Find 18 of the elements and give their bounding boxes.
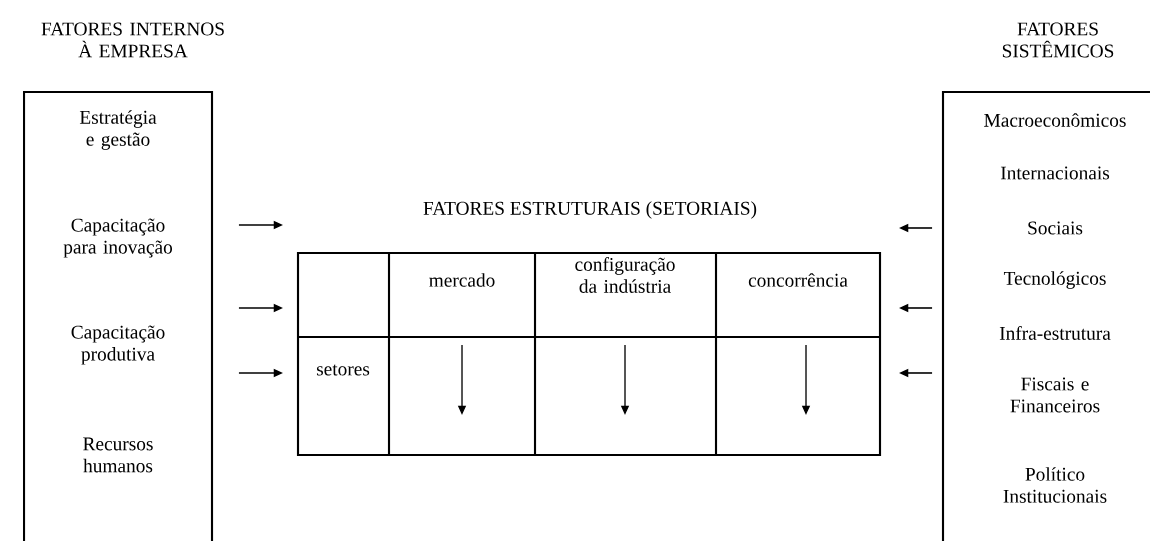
factor-label: Fiscais e Financeiros — [1010, 377, 1100, 413]
factor-label: Capacitação produtiva — [71, 325, 165, 365]
column-heading: FATORES INTERNOS À EMPRESA — [41, 22, 224, 58]
cell-label: concorrência — [748, 273, 848, 287]
cell-label: setores — [316, 364, 370, 376]
factor-label: Sociais — [1028, 221, 1083, 235]
factor-label: Recursos humanos — [83, 437, 153, 473]
cell-label: configuração da indústria — [575, 257, 675, 293]
table-title: FATORES ESTRUTURAIS (SETORIAIS) — [423, 201, 757, 219]
factor-label: Estratégia e gestão — [79, 110, 157, 150]
cell-label: mercado — [429, 273, 495, 287]
factor-label: Tecnológicos — [1003, 271, 1106, 289]
column-heading: FATORES SISTÊMICOS — [1002, 22, 1114, 58]
factor-label: Macroeconômicos — [984, 113, 1126, 127]
factor-label: Capacitação para inovação — [63, 218, 173, 258]
factor-label: Infra-estrutura — [999, 326, 1111, 340]
factor-label: Político Institucionais — [1003, 467, 1107, 503]
factor-label: Internacionais — [1000, 166, 1110, 180]
